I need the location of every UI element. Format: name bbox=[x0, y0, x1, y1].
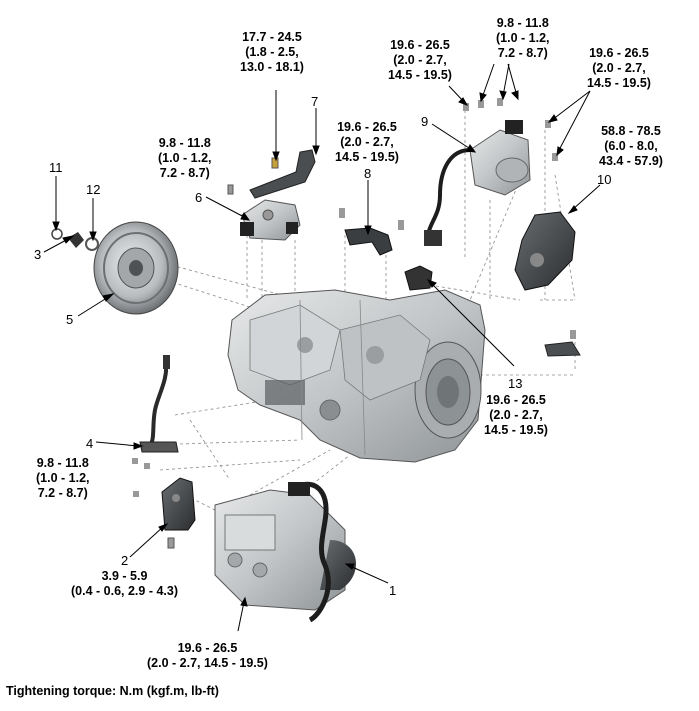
callout-10: 10 bbox=[597, 172, 612, 187]
callout-3: 3 bbox=[34, 247, 42, 262]
shift-lever-4 bbox=[132, 355, 179, 497]
torque-line: (2.0 - 2.7, bbox=[340, 135, 394, 149]
torque-label-13: 19.6 - 26.5 (2.0 - 2.7, 14.5 - 19.5) bbox=[484, 393, 548, 438]
transmission-housing bbox=[227, 289, 486, 463]
torque-line: (1.0 - 1.2, bbox=[496, 31, 550, 45]
callout-2: 2 bbox=[121, 553, 129, 568]
torque-line: 17.7 - 24.5 bbox=[242, 30, 302, 44]
bracket-8 bbox=[339, 208, 404, 256]
torque-line: 19.6 - 26.5 bbox=[390, 38, 450, 52]
leader-lines bbox=[43, 63, 601, 632]
torque-line: 14.5 - 19.5) bbox=[484, 423, 548, 437]
torque-line: 9.8 - 11.8 bbox=[36, 456, 89, 470]
torque-label-7: 17.7 - 24.5 (1.8 - 2.5, 13.0 - 18.1) bbox=[240, 30, 304, 75]
torque-line: 7.2 - 8.7) bbox=[159, 166, 210, 180]
bracket-2 bbox=[161, 477, 196, 549]
callout-13: 13 bbox=[508, 376, 523, 391]
callout-4: 4 bbox=[86, 436, 94, 451]
torque-label-top-right-bolts: 19.6 - 26.5 (2.0 - 2.7, 14.5 - 19.5) bbox=[587, 46, 651, 91]
torque-line: 13.0 - 18.1) bbox=[240, 60, 304, 74]
torque-line: 43.4 - 57.9) bbox=[599, 154, 663, 168]
inhibitor-switch-6 bbox=[227, 184, 301, 241]
callout-9: 9 bbox=[421, 114, 429, 129]
sensor-13 bbox=[404, 265, 581, 357]
torque-line: 19.6 - 26.5 bbox=[589, 46, 649, 60]
clutch-actuator-9 bbox=[424, 98, 558, 246]
torque-line: 19.6 - 26.5 bbox=[337, 120, 397, 134]
torque-line: 14.5 - 19.5) bbox=[587, 76, 651, 90]
manual-lever-7 bbox=[249, 149, 316, 199]
callout-7: 7 bbox=[311, 94, 319, 109]
torque-label-10: 58.8 - 78.5 (6.0 - 8.0, 43.4 - 57.9) bbox=[599, 124, 663, 169]
torque-line: (6.0 - 8.0, bbox=[604, 139, 658, 153]
torque-line: 14.5 - 19.5) bbox=[335, 150, 399, 164]
torque-line: (2.0 - 2.7, bbox=[489, 408, 543, 422]
torque-line: (0.4 - 0.6, 2.9 - 4.3) bbox=[71, 584, 178, 598]
torque-line: 58.8 - 78.5 bbox=[601, 124, 661, 138]
torque-line: 19.6 - 26.5 bbox=[486, 393, 546, 407]
callout-11: 11 bbox=[49, 160, 63, 175]
torque-label-8: 19.6 - 26.5 (2.0 - 2.7, 14.5 - 19.5) bbox=[335, 120, 399, 165]
clutch-assembly-5 bbox=[93, 221, 179, 315]
callout-8: 8 bbox=[364, 166, 372, 181]
torque-line: (1.0 - 1.2, bbox=[158, 151, 212, 165]
torque-line: 7.2 - 8.7) bbox=[497, 46, 548, 60]
torque-label-bottom-bolt: 19.6 - 26.5 (2.0 - 2.7, 14.5 - 19.5) bbox=[147, 641, 268, 671]
torque-line: 3.9 - 5.9 bbox=[101, 569, 148, 583]
callout-6: 6 bbox=[195, 190, 203, 205]
torque-label-6: 9.8 - 11.8 (1.0 - 1.2, 7.2 - 8.7) bbox=[158, 136, 212, 181]
callout-5: 5 bbox=[66, 312, 74, 327]
mount-bracket-10 bbox=[514, 211, 576, 291]
torque-line: 7.2 - 8.7) bbox=[37, 486, 88, 500]
callout-12: 12 bbox=[86, 182, 101, 197]
torque-line: 9.8 - 11.8 bbox=[496, 16, 549, 30]
torque-line: (1.8 - 2.5, bbox=[245, 45, 299, 59]
torque-label-4: 9.8 - 11.8 (1.0 - 1.2, 7.2 - 8.7) bbox=[36, 456, 90, 501]
torque-line: (2.0 - 2.7, 14.5 - 19.5) bbox=[147, 656, 268, 670]
torque-line: (2.0 - 2.7, bbox=[592, 61, 646, 75]
torque-line: (2.0 - 2.7, bbox=[393, 53, 447, 67]
actuator-unit-1 bbox=[214, 481, 357, 623]
torque-line: 9.8 - 11.8 bbox=[158, 136, 211, 150]
torque-line: (1.0 - 1.2, bbox=[36, 471, 90, 485]
torque-label-top-left-bolts: 19.6 - 26.5 (2.0 - 2.7, 14.5 - 19.5) bbox=[388, 38, 452, 83]
torque-line: 19.6 - 26.5 bbox=[177, 641, 238, 655]
torque-label-top-mid-bolts: 9.8 - 11.8 (1.0 - 1.2, 7.2 - 8.7) bbox=[496, 16, 550, 61]
torque-label-2: 3.9 - 5.9 (0.4 - 0.6, 2.9 - 4.3) bbox=[71, 569, 178, 599]
callout-1: 1 bbox=[389, 583, 397, 598]
torque-line: 14.5 - 19.5) bbox=[388, 68, 452, 82]
tightening-torque-legend: Tightening torque: N.m (kgf.m, lb-ft) bbox=[6, 684, 219, 698]
